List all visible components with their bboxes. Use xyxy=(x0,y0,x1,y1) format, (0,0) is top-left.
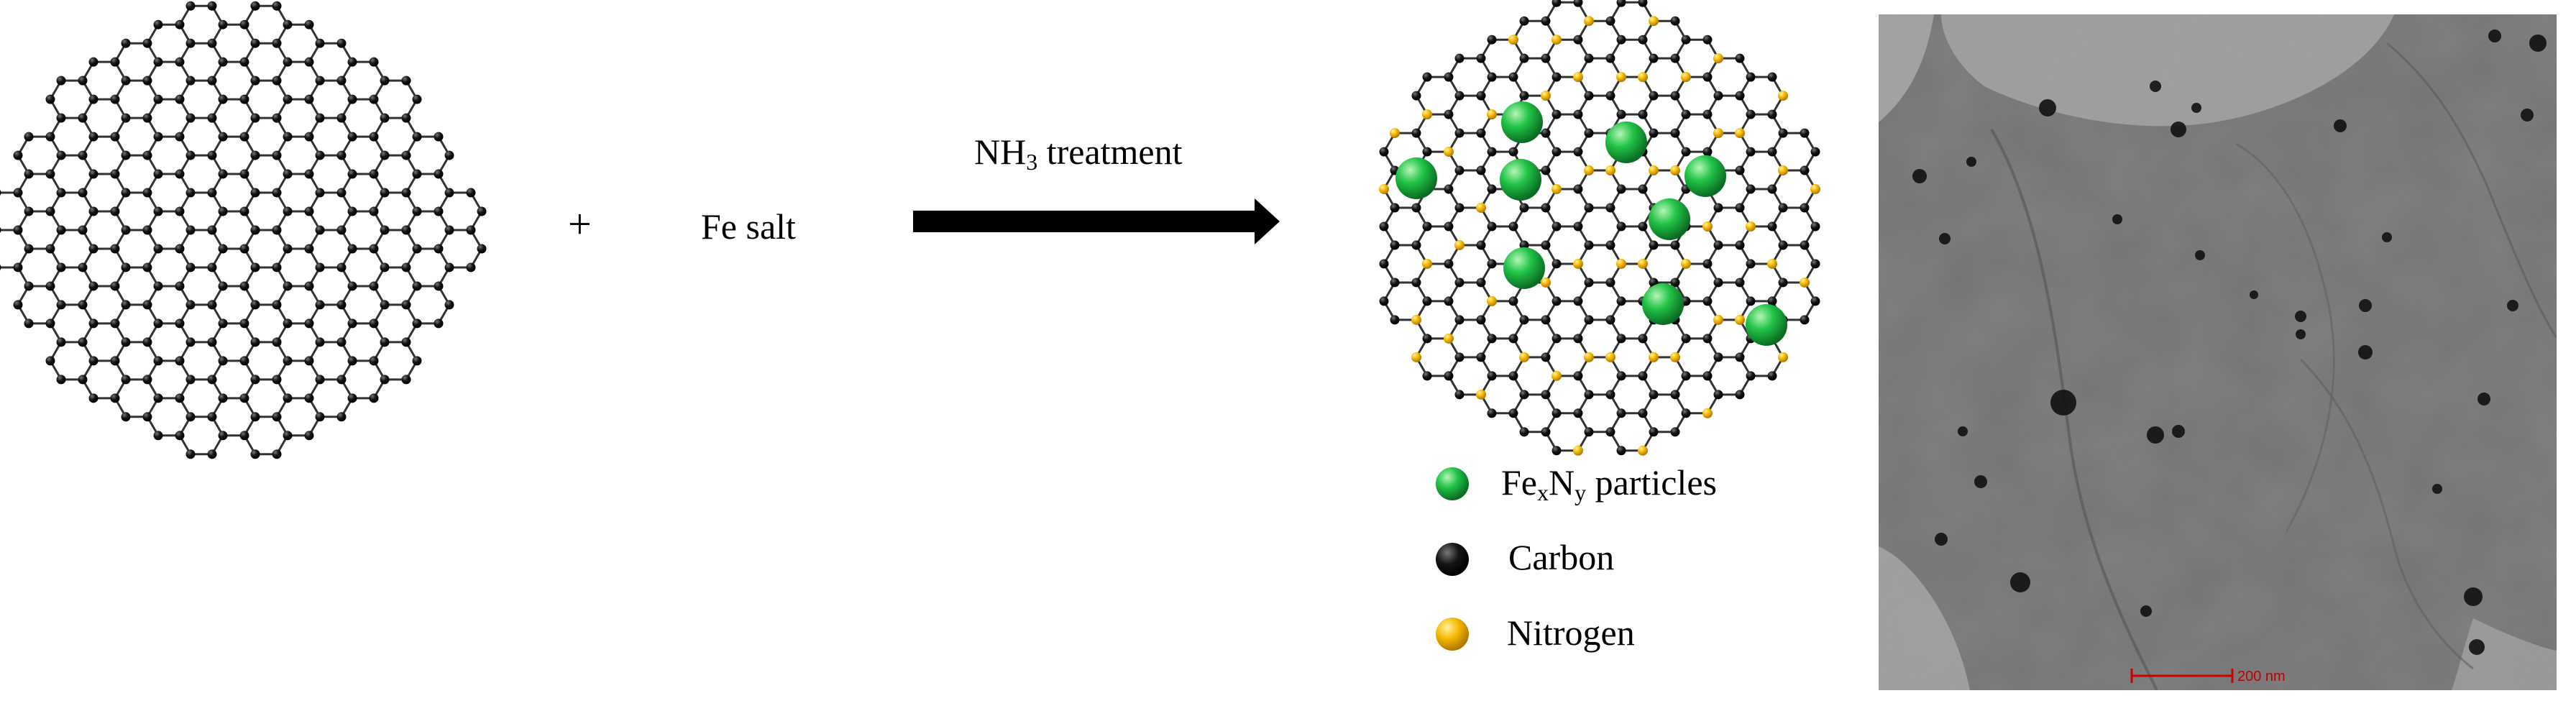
tem-micrograph xyxy=(1879,14,2557,690)
tem-particle xyxy=(2191,103,2201,113)
legend-nitrogen-marker xyxy=(1436,618,1469,651)
tem-particle xyxy=(2050,390,2076,416)
tem-particle xyxy=(2521,109,2534,122)
arrow-label-subscript: 3 xyxy=(1026,149,1038,175)
legend-label-nitrogen: Nitrogen xyxy=(1507,613,1635,653)
tem-particle xyxy=(1966,157,1976,167)
fexny-particle xyxy=(1642,283,1684,325)
tem-particle xyxy=(2296,329,2306,339)
legend-carbon-marker xyxy=(1436,543,1469,576)
arrow-label-rest: treatment xyxy=(1037,132,1183,172)
plus-sign: + xyxy=(568,201,592,247)
fexny-particle xyxy=(1395,157,1437,199)
fexny-particle xyxy=(1500,159,1541,201)
tem-particle xyxy=(2140,605,2152,617)
tem-particle xyxy=(1939,233,1951,244)
tem-particle xyxy=(2010,572,2030,592)
tem-nanoparticles xyxy=(1912,29,2547,655)
arrow-label-main: NH xyxy=(974,132,1027,172)
graphene-sheet-pristine xyxy=(0,1,487,459)
tem-particle xyxy=(2250,290,2258,299)
legend-n: N xyxy=(1549,462,1575,503)
fexny-particle xyxy=(1605,122,1647,163)
tem-particle xyxy=(2507,300,2518,311)
tem-particle xyxy=(2382,232,2392,242)
fexny-particle xyxy=(1649,198,1690,240)
tem-particle xyxy=(1935,533,1948,546)
tem-particle xyxy=(2488,29,2501,42)
tem-scale-label: 200 nm xyxy=(2237,669,2286,684)
legend-fe: Fe xyxy=(1501,462,1537,503)
tem-particle xyxy=(2172,425,2185,438)
reaction-arrow xyxy=(913,198,1280,244)
legend-fe-sub: x xyxy=(1537,480,1549,505)
fexny-particle xyxy=(1746,304,1787,346)
tem-particle xyxy=(2112,214,2122,224)
tem-scale-bar xyxy=(2130,669,2234,683)
tem-particle xyxy=(2432,484,2442,494)
tem-particle xyxy=(2529,35,2547,52)
tem-particle xyxy=(2334,119,2347,132)
legend-label-particles: FexNy particles xyxy=(1501,462,1717,506)
arrow-label: NH3 treatment xyxy=(974,131,1183,175)
legend-particle-marker xyxy=(1436,467,1469,500)
fexny-particle xyxy=(1685,155,1726,197)
tem-particle xyxy=(2150,81,2161,92)
tem-particle xyxy=(2171,122,2186,137)
tem-particle xyxy=(2464,587,2483,606)
legend-markers xyxy=(1436,467,1469,651)
graphene-sheet-doped xyxy=(1379,0,1820,456)
tem-particle xyxy=(1958,426,1968,436)
reagent-label: Fe salt xyxy=(701,206,796,247)
tem-particle xyxy=(1912,169,1927,183)
tem-particle xyxy=(2295,311,2306,322)
tem-particle xyxy=(1974,475,1987,488)
tem-particle xyxy=(2478,393,2490,405)
tem-particle xyxy=(2147,426,2164,444)
fexny-particle xyxy=(1501,101,1543,143)
tem-particle xyxy=(2469,639,2485,655)
legend-particles-word: particles xyxy=(1586,462,1717,503)
legend-n-sub: y xyxy=(1575,480,1587,505)
fexny-particle xyxy=(1503,247,1545,289)
tem-particle xyxy=(2039,99,2056,116)
tem-particle xyxy=(2195,250,2205,260)
legend-label-carbon: Carbon xyxy=(1508,537,1615,577)
tem-particle xyxy=(2358,345,2373,359)
tem-particle xyxy=(2359,299,2372,312)
